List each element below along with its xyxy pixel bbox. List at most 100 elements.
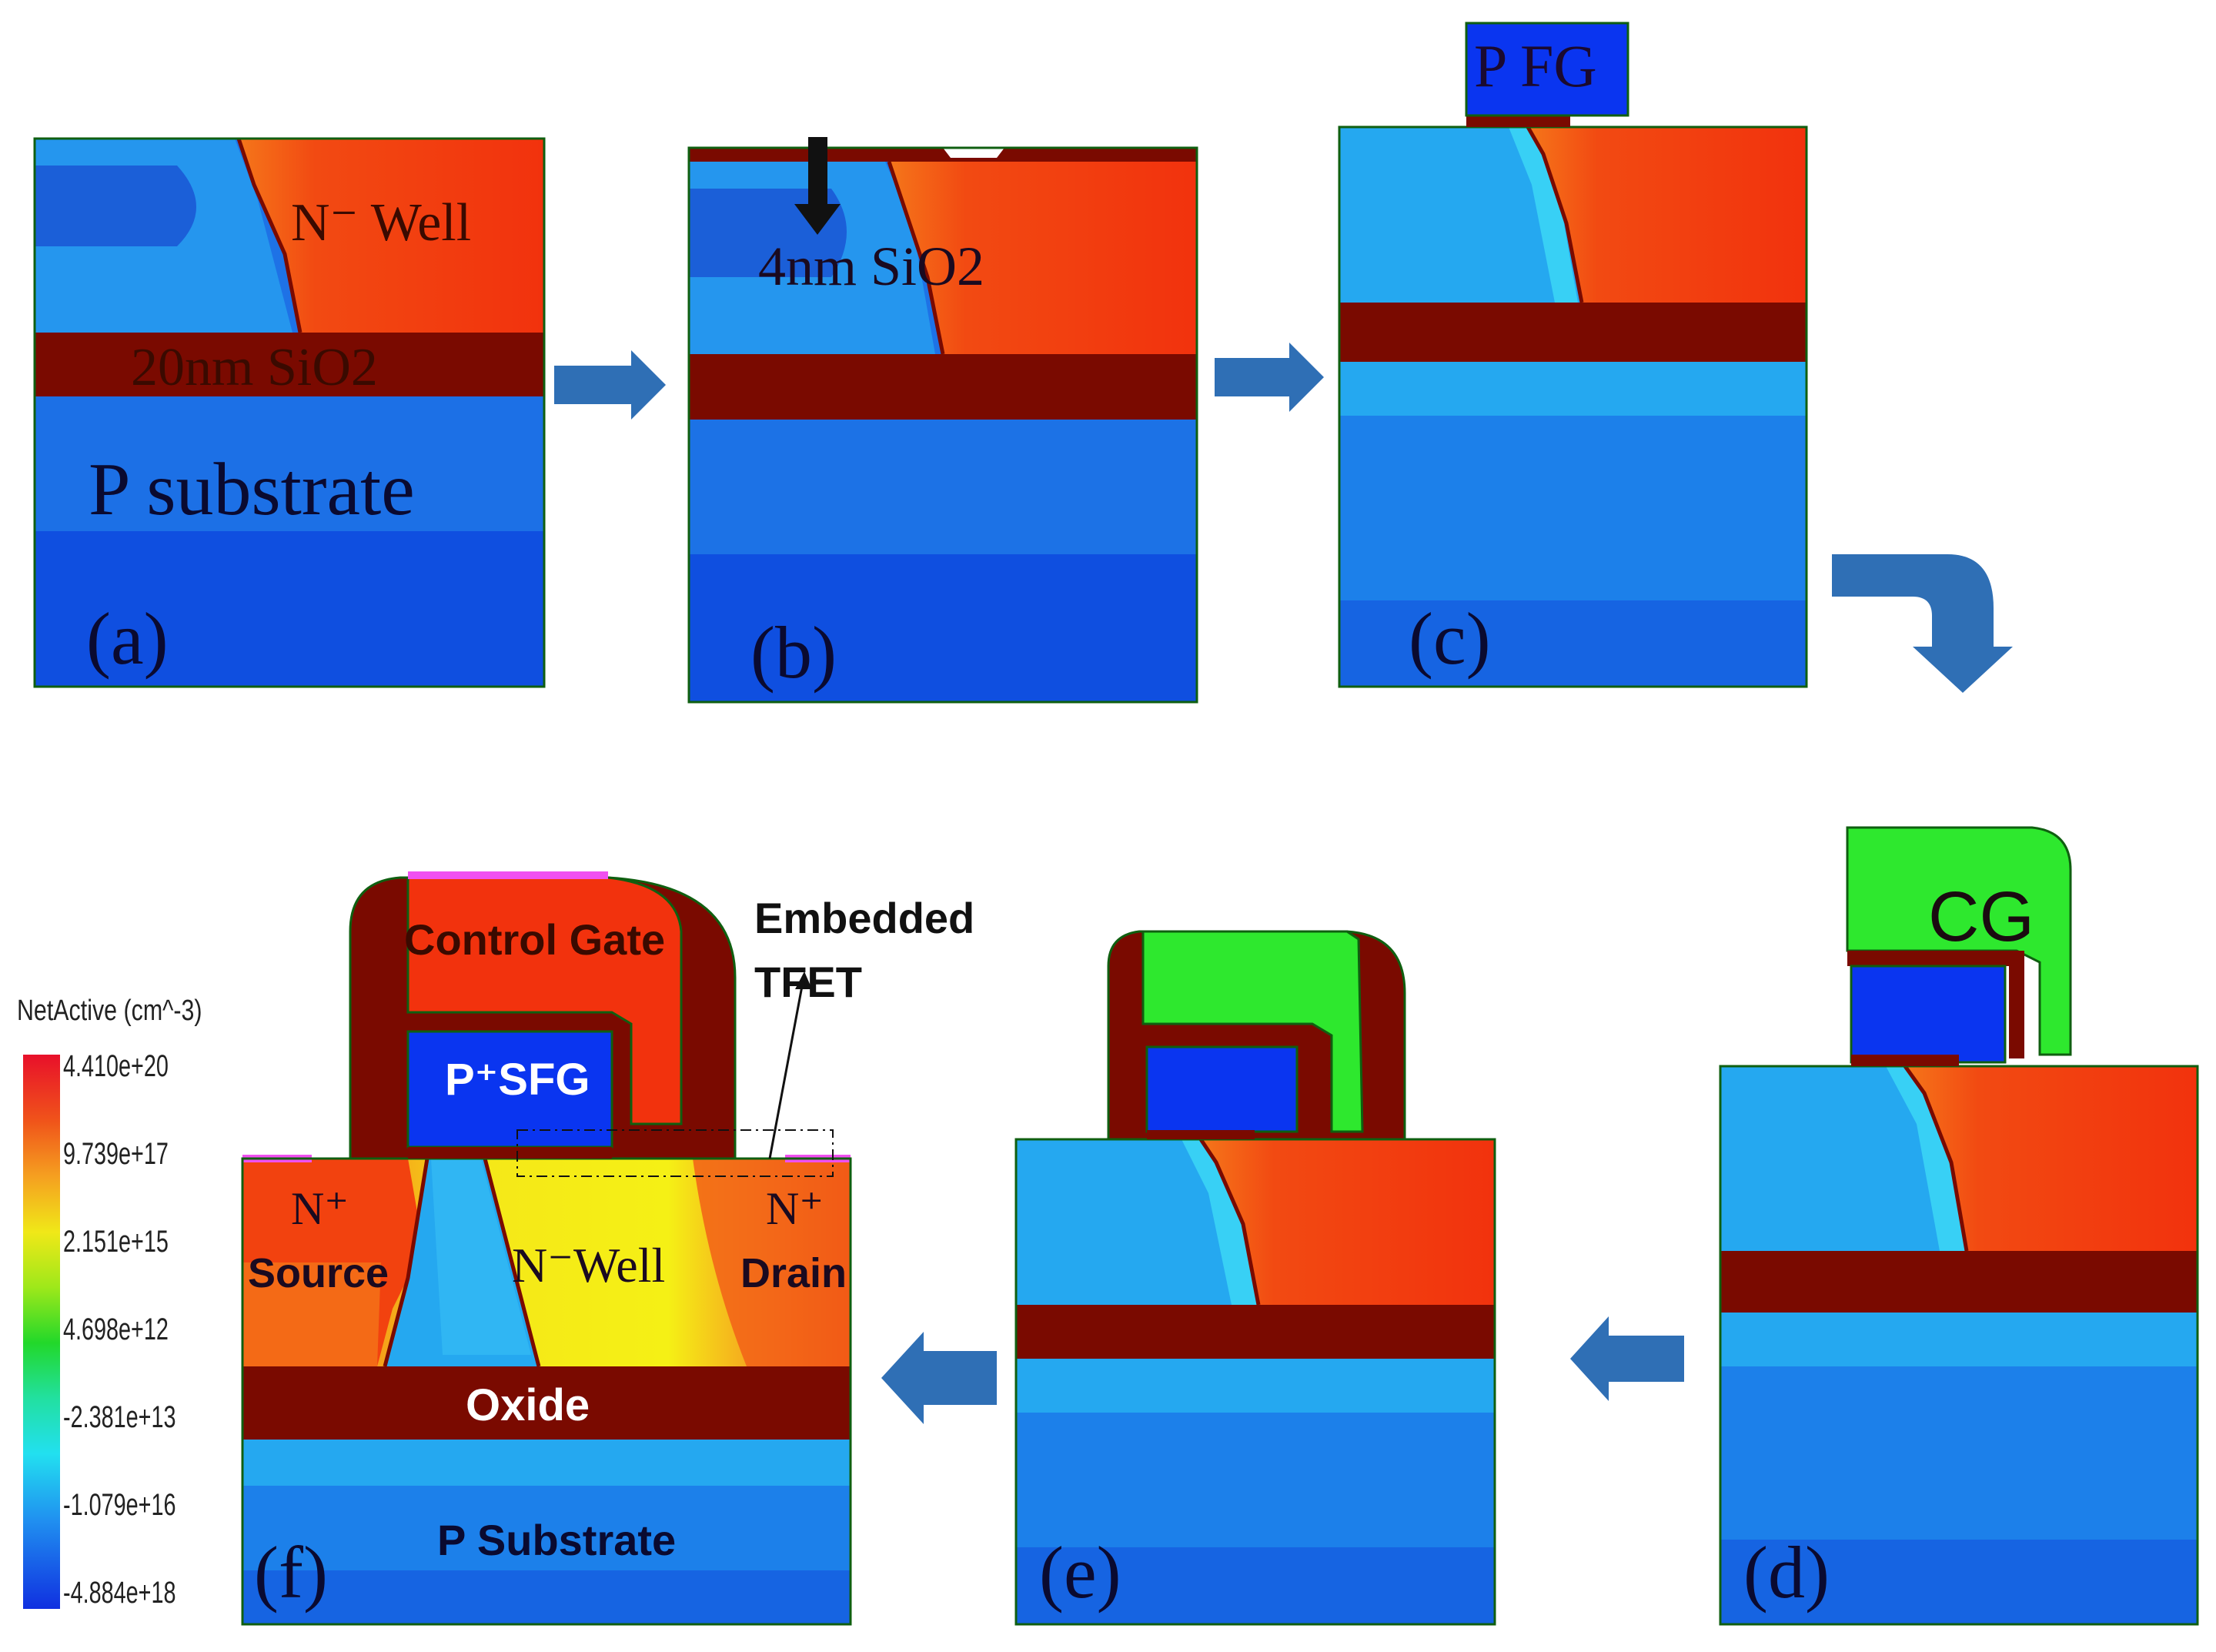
legend-tick-label: 2.151e+15	[63, 1224, 169, 1259]
legend-colorbar	[23, 1055, 60, 1609]
buried-oxide-layer	[1339, 303, 1807, 362]
floating-gate	[1145, 1045, 1299, 1133]
buried-oxide-layer	[1016, 1305, 1495, 1359]
tfet-pointer-head	[795, 971, 812, 989]
drain-label: Drain	[740, 1250, 847, 1296]
arrow-right-icon	[1215, 343, 1324, 412]
buried-oxide-layer	[1720, 1251, 2198, 1313]
channel-edge	[383, 1158, 541, 1367]
n-well-region	[889, 162, 1197, 354]
panel-b: 4nm SiO2 (b)	[687, 137, 1198, 704]
n-well-region	[239, 139, 544, 333]
substrate-upper-region	[1720, 1313, 2198, 1366]
arrow-right-icon	[554, 350, 666, 420]
panel-c: P FG (c)	[1338, 22, 1808, 688]
arrow-left-icon	[881, 1332, 997, 1424]
tfet-highlight-box	[516, 1129, 834, 1177]
panel-f: Control Gate P⁺SFG N⁺ Source N⁻Well N⁺ D…	[241, 871, 974, 1626]
legend-ticks: 4.410e+20 9.739e+17 2.151e+15 4.698e+12 -2.3…	[63, 1048, 175, 1610]
thin-oxide-layer	[689, 148, 1197, 162]
control-gate	[406, 876, 683, 1125]
panel-a: N⁻ Well 20nm SiO2 P substrate (a)	[33, 137, 546, 688]
down-arrow-icon	[794, 137, 841, 235]
drain-type-label: N⁺	[766, 1183, 824, 1234]
n-well-edge	[887, 161, 945, 355]
substrate-deep-region	[689, 554, 1197, 702]
gate-oxide	[1147, 1130, 1255, 1139]
control-gate-label: Control Gate	[404, 915, 665, 964]
substrate-label: P substrate	[89, 448, 415, 531]
control-gate-contact	[408, 871, 608, 879]
n-well-region	[1528, 127, 1807, 303]
curved-arrow-icon	[1832, 554, 2013, 693]
gate-oxide	[408, 1147, 612, 1159]
arrow-left-icon	[1570, 1316, 1684, 1401]
panel-label-a: (a)	[86, 597, 169, 680]
gate-oxide	[1466, 115, 1570, 127]
legend-tick-label: 4.410e+20	[63, 1048, 169, 1083]
panel-label-c: (c)	[1409, 597, 1491, 680]
oxide-note-label: 4nm SiO2	[758, 236, 984, 297]
substrate-deep-region	[242, 1570, 851, 1624]
substrate-label: P Substrate	[437, 1516, 676, 1564]
n-well-label: N⁻ Well	[291, 193, 471, 252]
floating-gate-label: P FG	[1474, 32, 1597, 99]
legend-tick-label: -1.079e+16	[63, 1487, 175, 1522]
panel-label-e: (e)	[1039, 1531, 1121, 1614]
gate-oxide	[1851, 1055, 1959, 1066]
panel-d: CG (d)	[1719, 826, 2199, 1626]
tfet-pointer-line	[768, 973, 806, 1159]
legend-tick-label: 4.698e+12	[63, 1312, 169, 1346]
control-gate	[1846, 826, 2072, 1056]
well-label: N⁻Well	[512, 1238, 665, 1293]
substrate-deep-region	[1339, 600, 1807, 687]
substrate-deep-region	[35, 531, 544, 687]
tfet-label-line2: TFET	[754, 958, 862, 1006]
source-edge-region	[242, 1262, 381, 1366]
buried-oxide-layer	[689, 354, 1197, 420]
panel-label-b: (b)	[750, 611, 837, 694]
panel-frame	[687, 146, 1198, 704]
substrate-upper-region	[1016, 1359, 1495, 1413]
p-region-dark	[35, 166, 196, 246]
oxide-label: 20nm SiO2	[131, 338, 378, 397]
n-well-region	[1201, 1139, 1495, 1305]
n-well-edge	[1903, 1065, 1969, 1252]
n-well-region	[1905, 1066, 2198, 1251]
p-region-cyan	[1509, 127, 1578, 303]
drain-region	[693, 1159, 851, 1366]
floating-gate	[406, 1030, 613, 1149]
source-label: Source	[248, 1250, 389, 1296]
legend-tick-label: -2.381e+13	[63, 1400, 175, 1434]
legend-tick-label: 9.739e+17	[63, 1136, 169, 1171]
legend-title: NetActive (cm^-3)	[17, 995, 202, 1027]
substrate-upper-region	[242, 1440, 851, 1486]
sfg-label: P⁺SFG	[445, 1055, 590, 1105]
color-legend: NetActive (cm^-3) 4.410e+20 9.739e+17 2.15…	[17, 995, 202, 1610]
source-type-label: N⁺	[291, 1183, 349, 1234]
control-gate-label: CG	[1928, 878, 2034, 956]
floating-gate	[1465, 22, 1629, 117]
control-gate	[1141, 930, 1364, 1133]
tfet-label-line1: Embedded	[754, 894, 974, 942]
panel-frame	[33, 137, 546, 688]
gate-spacer	[1847, 951, 2024, 1058]
panel-label-d: (d)	[1743, 1531, 1830, 1614]
panel-frame	[1338, 125, 1808, 688]
floating-gate	[1850, 965, 2007, 1064]
substrate-deep-region	[1720, 1540, 2198, 1624]
legend-tick-label: -4.884e+18	[63, 1575, 175, 1610]
p-region-cyan	[1886, 1066, 1970, 1251]
p-region-cyan	[1182, 1139, 1262, 1305]
panel-label-f: (f)	[254, 1531, 328, 1614]
channel-cyan-region	[431, 1159, 531, 1355]
buried-oxide-layer	[35, 333, 544, 396]
substrate-upper-region	[1339, 362, 1807, 416]
n-well-edge	[1198, 1138, 1261, 1306]
oxide-label: Oxide	[466, 1380, 590, 1430]
substrate-deep-region	[1016, 1547, 1495, 1624]
panel-e: (e)	[1014, 930, 1496, 1626]
buried-oxide-layer	[242, 1366, 851, 1440]
n-well-edge	[236, 138, 302, 333]
